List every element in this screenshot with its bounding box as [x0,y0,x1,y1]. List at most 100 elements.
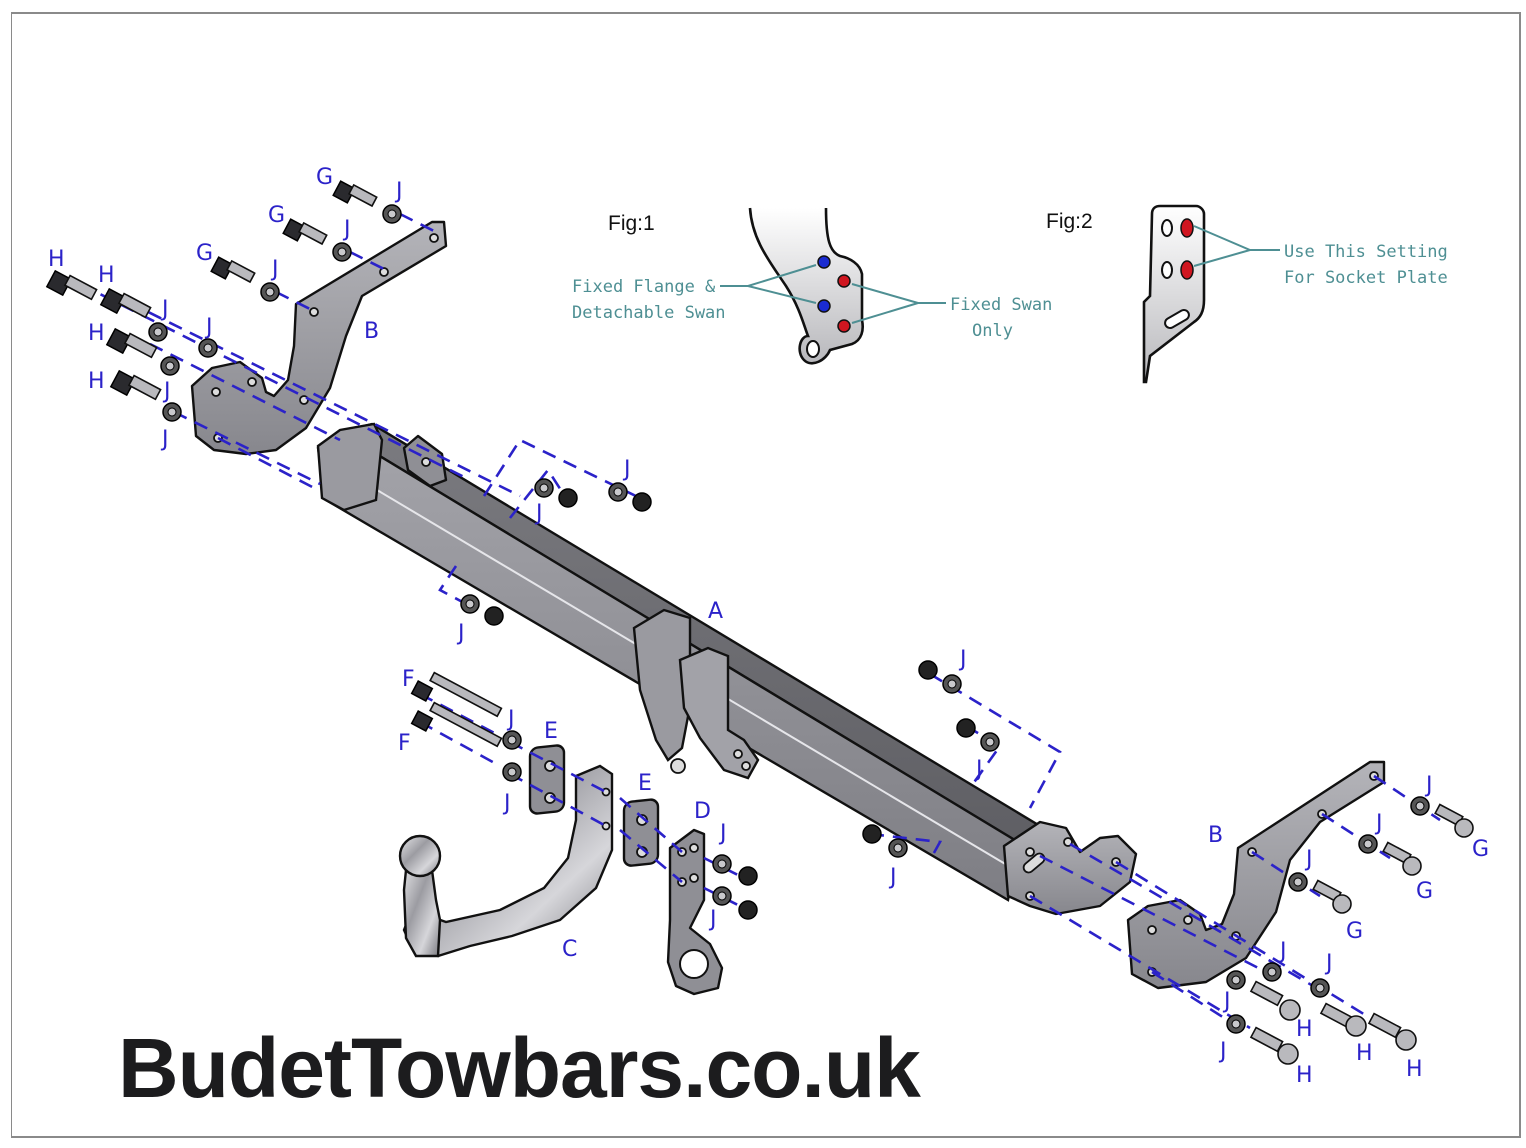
fig2-title: Fig:2 [1046,210,1093,233]
slot-red [1180,218,1194,238]
swan-neck-towball [398,764,614,958]
label-b: B [1208,823,1223,848]
label-j: J [1304,847,1313,872]
spacer-block-1 [528,744,566,815]
hole-blue [817,299,831,313]
bolt-h-right-2 [1319,1002,1367,1037]
washer-j [260,282,280,302]
label-h: H [1356,1041,1373,1066]
label-j: J [1218,1039,1227,1064]
washer-j [332,242,352,262]
label-j: J [160,427,169,452]
label-j: J [708,907,717,932]
nut [738,866,758,886]
label-j: J [888,865,897,890]
hole-red [837,274,851,288]
label-j: J [456,621,465,646]
washer-j [608,482,628,502]
label-d: D [694,799,711,824]
label-a: A [708,599,723,624]
label-h: H [1296,1017,1313,1042]
fig1-note-right-line2: Only [972,321,1013,341]
washer-j [1288,872,1308,892]
label-j: J [204,315,213,340]
washer-j [148,322,168,342]
nut [918,660,938,680]
label-j: J [1222,989,1231,1014]
label-e: E [638,771,652,796]
washer-j [1310,978,1330,998]
brand-logo-text: BudetTowbars.co.uk [118,1021,921,1115]
slot-red [1180,260,1194,280]
bolt-g-right-3 [1312,879,1352,914]
label-j: J [974,757,983,782]
bolt-h-left-1 [45,269,98,301]
bolt-g-right-1 [1434,803,1474,838]
bolt-g-right-2 [1382,841,1422,876]
label-j: J [718,821,727,846]
label-g: G [196,241,213,266]
fig1-note-left-line1: Fixed Flange & [572,277,716,297]
part-labels: G G G J J J H H H H J J J J B J J J A F … [48,165,1489,1088]
label-h: H [88,369,105,394]
label-g: G [268,203,285,228]
label-f: F [398,731,411,756]
bolt-h-left-2 [99,287,152,319]
bolt-f-2 [410,701,503,748]
label-j: J [1278,939,1287,964]
washer-j [382,204,402,224]
label-h: H [48,247,65,272]
label-j: J [162,379,171,404]
fig1-note-right-line1: Fixed Swan [950,295,1052,315]
washer-j [942,674,962,694]
nut [632,492,652,512]
bolt-h-left-4 [109,369,162,401]
bolt-f-1 [410,671,503,718]
socket-plate [666,828,724,996]
label-b: B [364,319,379,344]
label-j: J [1424,773,1433,798]
bolt-g-left-1 [332,180,378,208]
washer-j [502,762,522,782]
nut [558,488,578,508]
label-j: J [534,501,543,526]
left-side-bracket [190,220,448,456]
label-j: J [1374,811,1383,836]
label-c: C [562,937,577,962]
nut [484,606,504,626]
bolt-h-left-3 [105,327,158,359]
label-j: J [394,179,403,204]
fig2-inset: Fig:2 Use This Setting For Socket Plate [1046,204,1448,384]
fig2-note-line1: Use This Setting [1284,242,1448,262]
page-frame [11,12,1521,1138]
label-e: E [544,719,558,744]
label-h: H [98,263,115,288]
bolt-g-left-3 [210,256,256,284]
washer-j [1410,796,1430,816]
washer-j [712,854,732,874]
washer-j [888,838,908,858]
fig1-note-left-line2: Detachable Swan [572,303,726,323]
washer-j [160,356,180,376]
label-h: H [1406,1057,1423,1082]
spacer-block-2 [622,798,660,867]
washer-j [1226,1014,1246,1034]
fig1-title: Fig:1 [608,212,655,235]
washer-j [1358,834,1378,854]
label-g: G [1416,879,1433,904]
nut [862,824,882,844]
washer-j [534,478,554,498]
nut [956,718,976,738]
label-j: J [342,217,351,242]
label-f: F [402,667,415,692]
fasteners [45,180,1474,1065]
washer-j [502,730,522,750]
label-j: J [506,707,515,732]
washer-j [1262,962,1282,982]
washer-j [980,732,1000,752]
washer-j [162,402,182,422]
label-j: J [622,457,631,482]
label-j: J [160,297,169,322]
fig1-inset: Fig:1 Fixed Flange & Detachable Swan Fix… [572,207,1052,365]
